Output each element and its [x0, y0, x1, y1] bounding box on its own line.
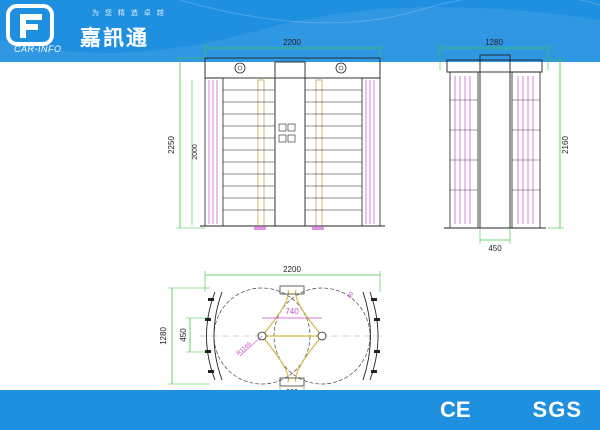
brand-latin-name: CAR-INFO [14, 44, 62, 54]
top-arm-span-dim: 740 [285, 307, 299, 316]
front-overall-height-dim: 2250 [167, 136, 176, 154]
top-radius-dim: R1166 [236, 341, 254, 357]
front-view: 2200 2250 2000 [167, 38, 385, 230]
side-base-dim: 450 [488, 244, 502, 253]
side-height-dim: 2160 [561, 136, 570, 154]
front-inner-height-dim: 2000 [192, 144, 199, 160]
sgs-certification-mark: SGS [532, 397, 582, 422]
top-offset-dim: 30 [347, 291, 356, 300]
brand-logo-icon [6, 4, 54, 46]
top-center-dim: 450 [179, 328, 188, 342]
front-width-dim: 2200 [283, 38, 301, 47]
side-view: 1280 2160 450 [439, 38, 570, 253]
side-width-dim: 1280 [485, 38, 503, 47]
brand-slogan: 为 您 精 造 卓 越 [92, 10, 166, 17]
footer-banner [0, 390, 600, 430]
top-depth-dim: 1280 [159, 327, 168, 345]
top-view: 2200 1280 450 [159, 265, 385, 400]
top-width-dim: 2200 [283, 265, 301, 274]
brand-name: 嘉訊通 [80, 27, 149, 50]
ce-certification-mark: CE [440, 397, 471, 422]
